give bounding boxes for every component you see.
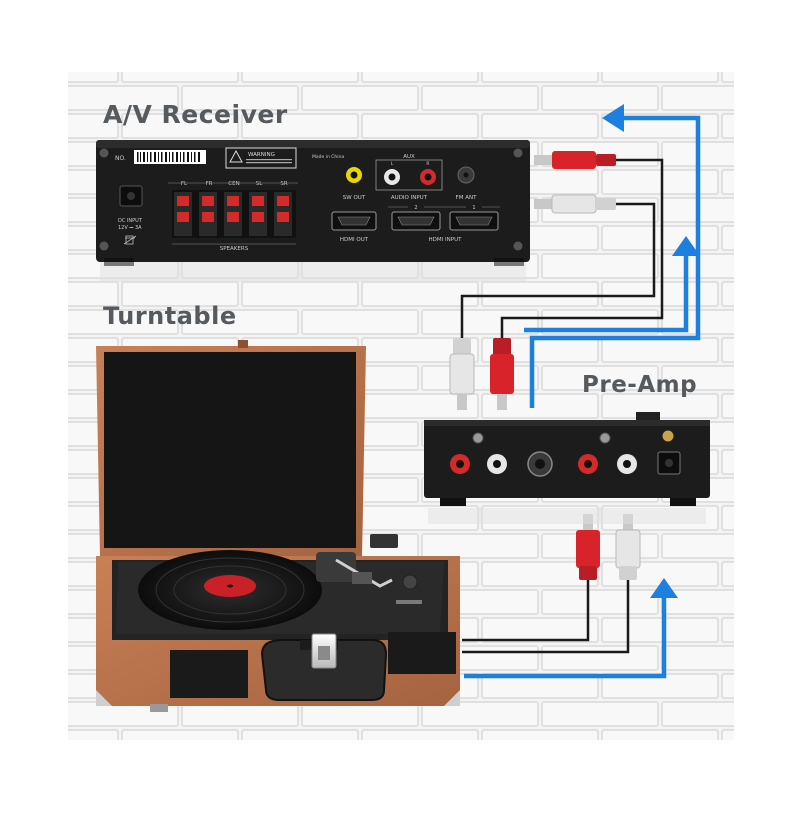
volume-knob	[402, 574, 418, 590]
aux-label: AUX	[403, 154, 415, 160]
speaker-grille-left	[170, 650, 248, 698]
speaker-channel-sr: SR	[280, 181, 287, 187]
warning-icon	[229, 149, 243, 163]
arrow-head-up	[672, 236, 700, 256]
tonearm	[316, 534, 422, 604]
hdmi-input-label: HDMI INPUT	[429, 237, 463, 243]
signal-flow-arrows	[464, 115, 701, 679]
made-in-label: Made in China	[312, 154, 344, 160]
dc-input-label: DC INPUT	[118, 218, 143, 224]
speaker-channel-fr: FR	[206, 181, 213, 187]
pre-amp-title: Pre-Amp	[582, 372, 698, 398]
warning-label: WARNING	[248, 152, 275, 158]
arrow-heads	[602, 104, 700, 598]
case-handle	[260, 639, 388, 701]
rca-cables	[460, 158, 664, 654]
hdmi-port-1-label: 1	[472, 205, 475, 211]
ground-screw-right	[599, 432, 611, 444]
fm-ant-label: FM ANT	[456, 195, 478, 201]
audio-input-label: AUDIO INPUT	[391, 195, 428, 201]
speaker-channel-sl: SL	[256, 181, 263, 187]
sw-out-label: SW OUT	[343, 195, 366, 201]
preamp-rca-plug-red-top	[490, 338, 514, 410]
preamp-rca-plug-white-top	[449, 338, 475, 410]
speaker-terminals: FL FR CEN SL SR SPEAKERS	[168, 181, 298, 252]
av-receiver-title: A/V Receiver	[103, 100, 288, 129]
ground-screw-left	[472, 432, 484, 444]
speakers-label: SPEAKERS	[220, 246, 249, 252]
speaker-channel-cen: CEN	[228, 181, 239, 187]
receiver-rca-plug-red	[534, 151, 616, 169]
receiver-rca-plug-white	[534, 194, 616, 214]
aux-left-label: L	[391, 161, 394, 167]
barcode	[137, 152, 200, 162]
speaker-grille-right	[388, 632, 456, 674]
dc-input-rating: 12V ⎓ 3A	[118, 225, 142, 231]
warning-sticker	[225, 147, 297, 169]
av-receiver: NO. WARNING Made in China DC INPUT 12V ⎓…	[96, 140, 530, 282]
recycle-bin-icon	[123, 235, 137, 245]
aux-right-label: R	[426, 161, 429, 167]
arrow-head-receiver	[602, 104, 624, 132]
turntable-title: Turntable	[103, 302, 237, 330]
ground-post	[662, 430, 674, 442]
arrow-head-preamp	[650, 578, 678, 598]
turntable	[96, 340, 460, 712]
hdmi-out-label: HDMI OUT	[340, 237, 369, 243]
hdmi-ports: HDMI OUT 2 1 HDMI INPUT	[331, 205, 500, 243]
pre-amp	[424, 412, 710, 524]
hdmi-port-2-label: 2	[414, 205, 417, 211]
serial-no-label: NO.	[115, 155, 126, 162]
speaker-channel-fl: FL	[181, 181, 188, 187]
